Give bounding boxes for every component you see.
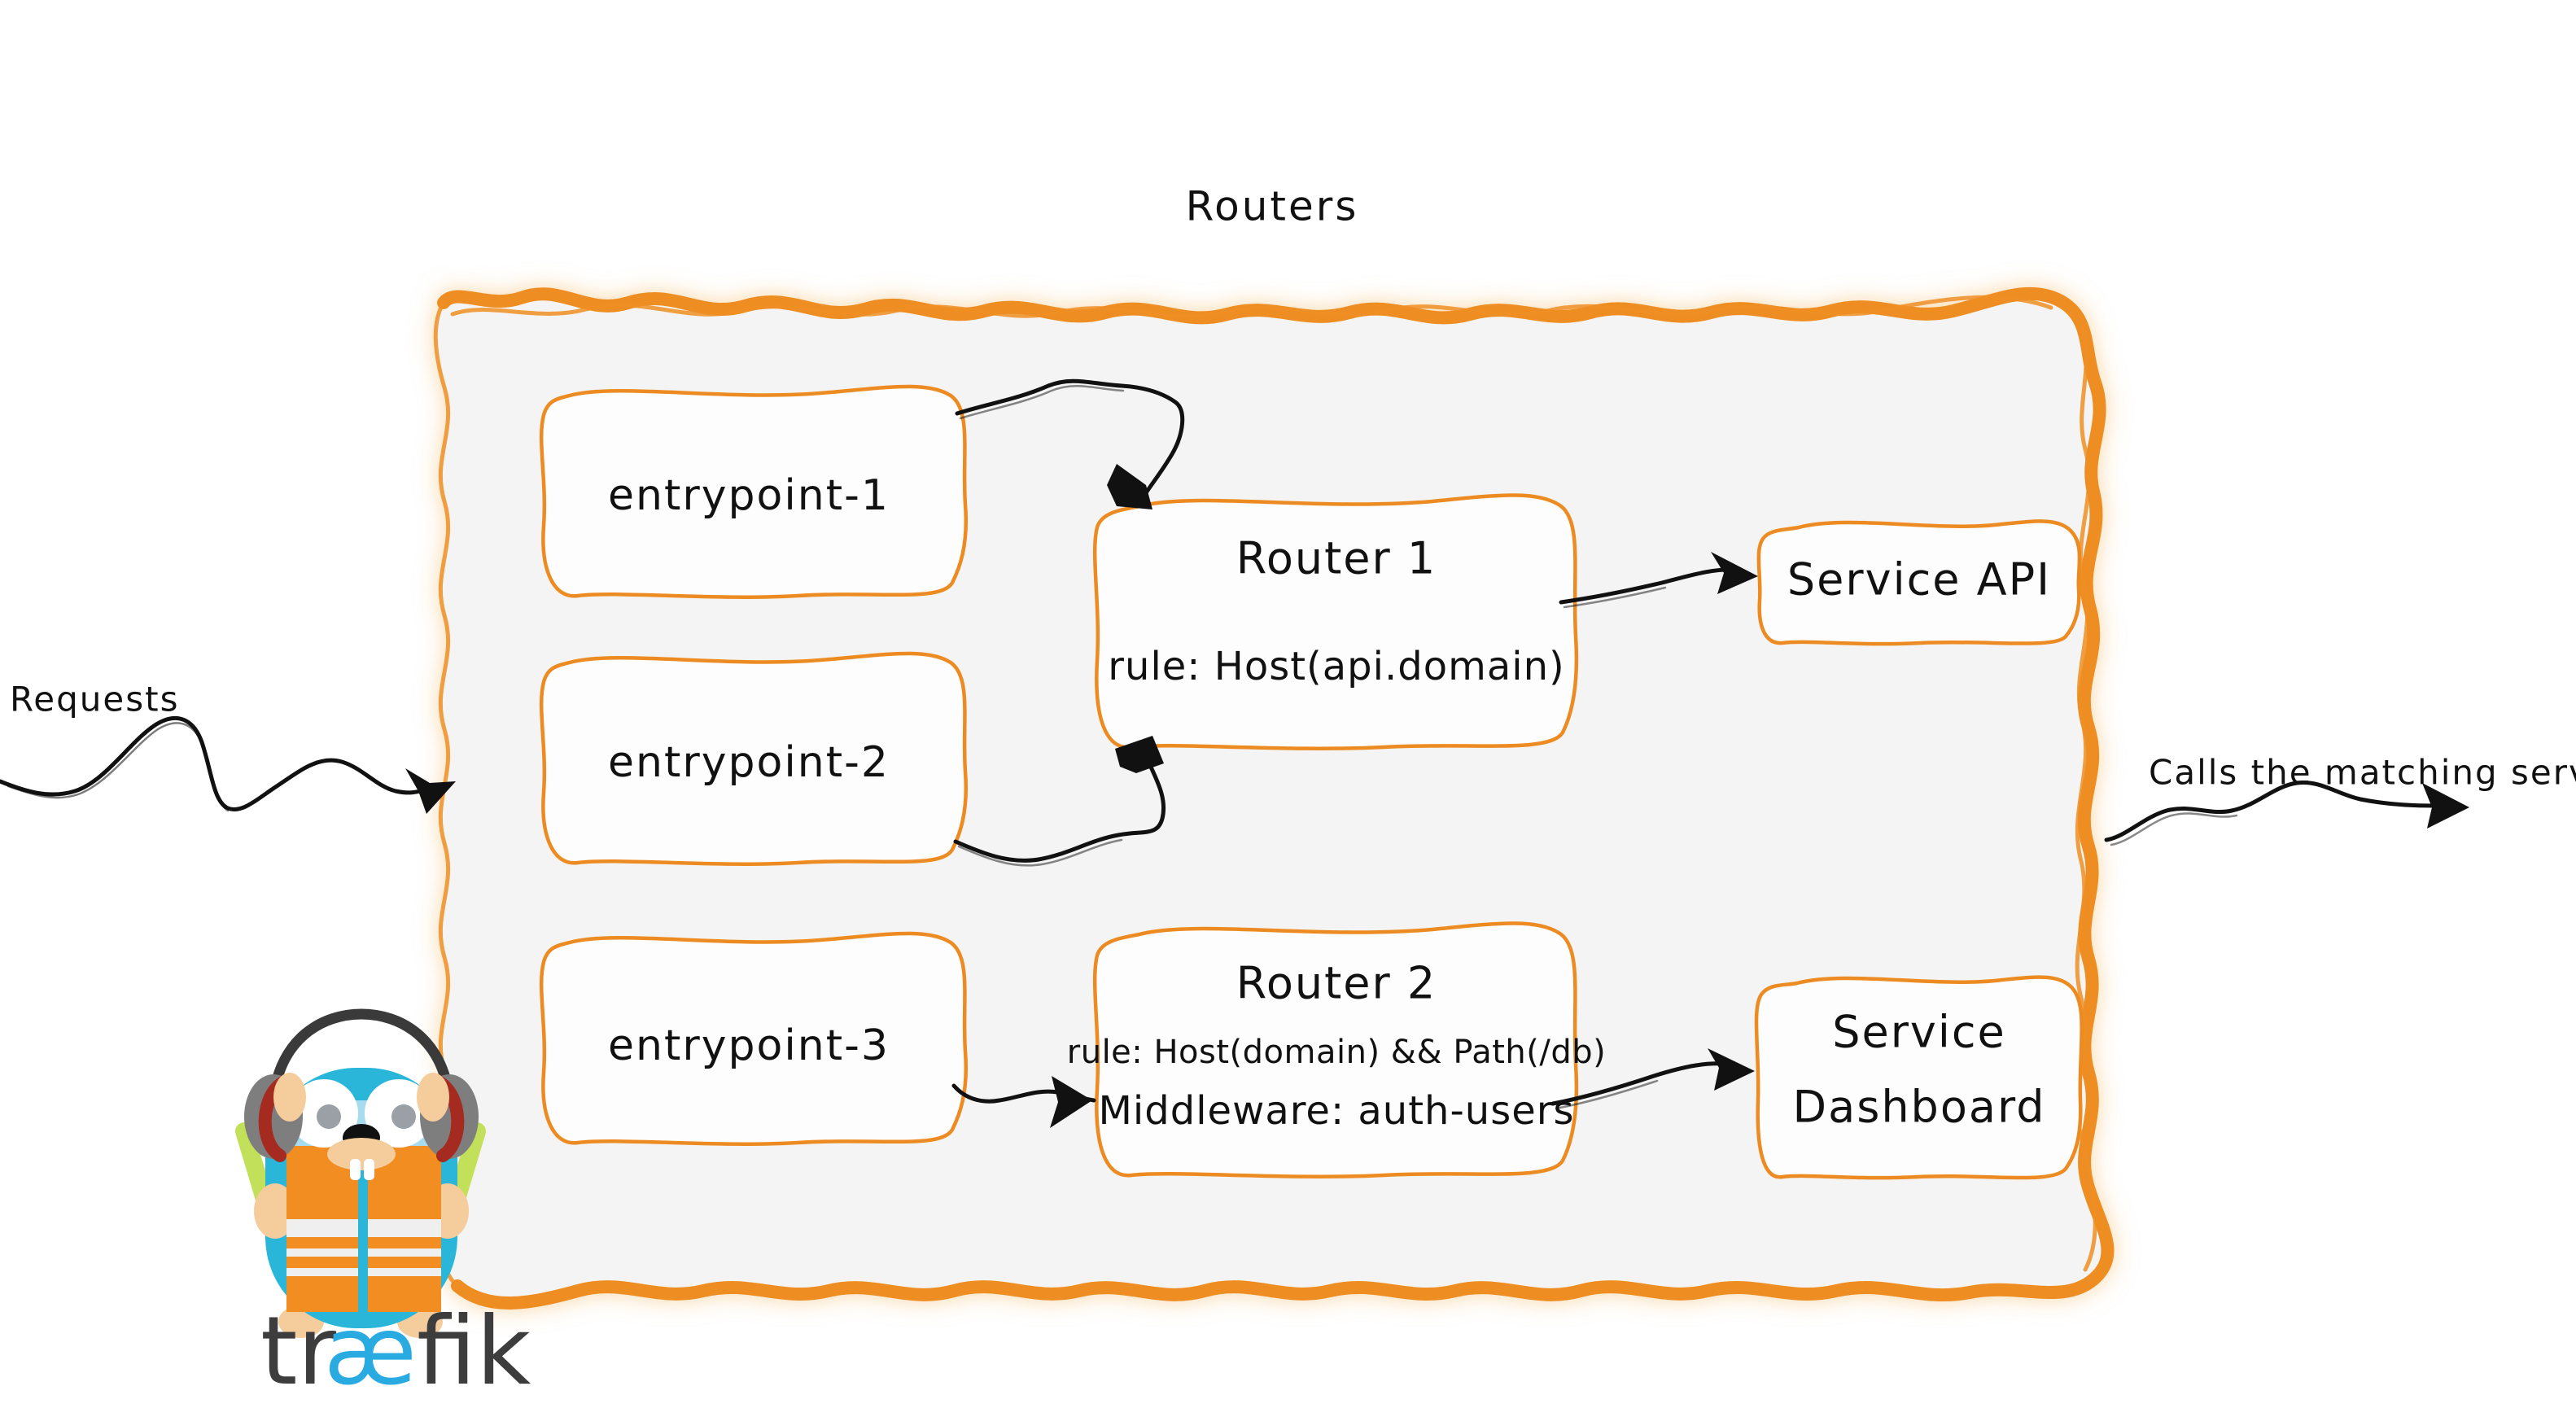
arrowhead-entrypoint2 [1115, 736, 1164, 773]
arrowhead-entrypoint1 [1107, 464, 1152, 509]
arrowhead-entrypoint3 [1050, 1076, 1092, 1128]
service-dashboard-label-line2: Dashboard [1793, 1082, 2046, 1133]
gopher-tooth-right [364, 1159, 374, 1180]
entrypoint-2-label: entrypoint-2 [608, 738, 890, 787]
gopher-muzzle [327, 1138, 396, 1170]
router-1-rule: rule: Host(api.domain) [1108, 644, 1564, 689]
calls-matching-server-label: Calls the matching server [2149, 753, 2576, 793]
arrow-entrypoint3-to-router2 [951, 1076, 1096, 1128]
arrow-router2-to-service-dashboard [1550, 1048, 1755, 1110]
gopher-arm-left [254, 1183, 296, 1239]
router-2-name: Router 2 [1236, 958, 1437, 1009]
router-box-2[interactable]: Router 2 rule: Host(domain) && Path(/db)… [1067, 921, 1606, 1178]
requests-label: Requests [10, 680, 180, 719]
entrypoint-box-1[interactable]: entrypoint-1 [539, 384, 968, 599]
traefik-gopher-mascot [235, 1008, 486, 1338]
wordmark-part-2: fik [417, 1296, 531, 1406]
arrow-calls-matching-server [2104, 780, 2469, 846]
arrow-entrypoint1-to-router1 [955, 378, 1185, 509]
service-box-api[interactable]: Service API [1756, 519, 2082, 646]
router-2-rule: rule: Host(domain) && Path(/db) [1067, 1034, 1606, 1071]
entrypoint-box-2[interactable]: entrypoint-2 [539, 651, 968, 866]
entrypoint-3-label: entrypoint-3 [608, 1021, 890, 1070]
page-title: Routers [1186, 183, 1359, 230]
service-box-dashboard[interactable]: Service Dashboard [1754, 975, 2084, 1180]
wordmark-ligature: æ [324, 1296, 417, 1406]
wordmark-part-1: tr [260, 1296, 336, 1406]
arrowhead-requests [405, 768, 456, 814]
gopher-ear-left [273, 1073, 306, 1122]
arrow-router1-to-service-api [1559, 552, 1758, 609]
entrypoint-box-3[interactable]: entrypoint-3 [539, 931, 968, 1146]
arrowhead-service-api [1711, 552, 1758, 594]
router-2-middleware: Middleware: auth-users [1099, 1088, 1575, 1134]
router-1-name: Router 1 [1236, 533, 1437, 584]
gopher-safety-vest [286, 1146, 441, 1312]
router-box-1[interactable]: Router 1 rule: Host(api.domain) [1092, 493, 1579, 750]
arrowhead-service-dashboard [1708, 1048, 1755, 1091]
service-api-label: Service API [1787, 554, 2051, 606]
arrow-requests-in [0, 715, 456, 814]
entrypoint-1-label: entrypoint-1 [608, 471, 890, 520]
traefik-wordmark: tr æ fik [260, 1296, 531, 1406]
service-dashboard-label-line1: Service [1832, 1007, 2006, 1058]
gopher-ear-right [417, 1073, 449, 1122]
arrowhead-calls [2422, 783, 2469, 829]
gopher-tooth-left [350, 1159, 361, 1180]
arrow-entrypoint2-to-router1 [953, 736, 1166, 867]
